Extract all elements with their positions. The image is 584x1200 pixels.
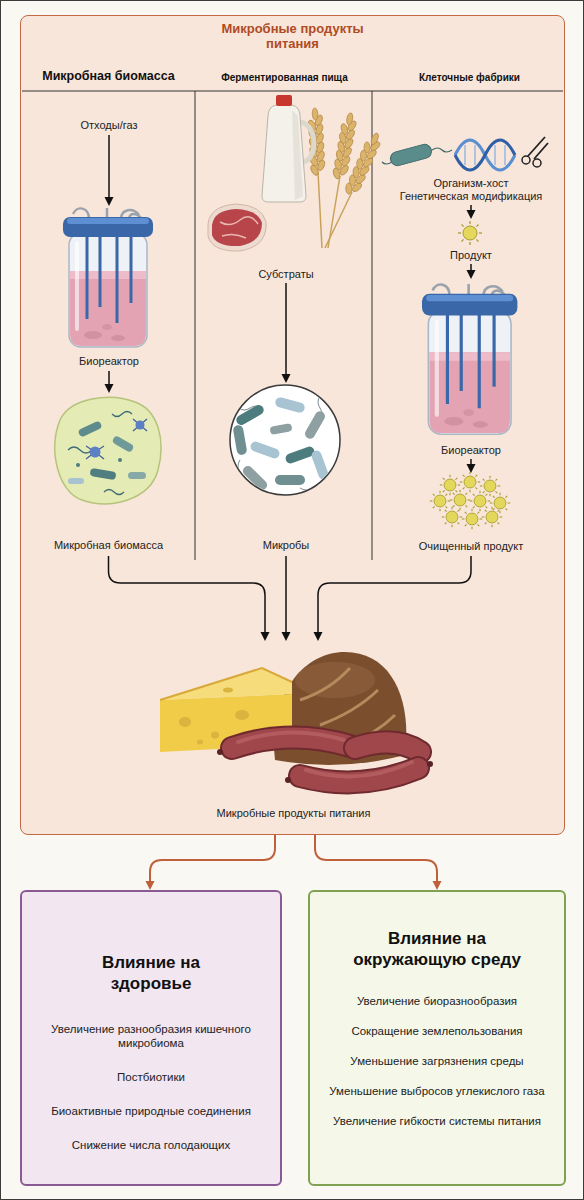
- column-dividers: [22, 91, 563, 560]
- arrow-head: [105, 384, 114, 393]
- connector-line: [318, 556, 471, 633]
- box-heading: Влияние на окружающую среду: [347, 928, 527, 970]
- arrow-head: [467, 464, 476, 473]
- arrow-head: [282, 374, 291, 383]
- list-item: Снижение числа голодающих: [37, 1138, 265, 1152]
- substrates-illustration: [208, 95, 385, 251]
- host-organism-illustration: [382, 137, 548, 170]
- step-label: Генетическая модификация: [400, 190, 543, 203]
- step-node: Отходы/газ: [59, 115, 159, 135]
- connector-arrow: [467, 264, 476, 279]
- connector-arrow: [467, 459, 476, 473]
- list-item: Биоактивные природные соединения: [37, 1104, 265, 1118]
- arrow-head: [282, 632, 291, 641]
- impact-box: Влияние на окружающую средуУвеличение би…: [308, 890, 566, 1186]
- connector-line: [108, 371, 110, 385]
- list-item: Увеличение биоразнообразия: [322, 994, 552, 1008]
- product-icon: [458, 221, 482, 245]
- arrow-head: [467, 210, 476, 219]
- connector-line: [108, 135, 110, 198]
- connector-arrow: [315, 835, 442, 890]
- purified-product-icons: [430, 472, 510, 529]
- connector-line: [470, 264, 472, 271]
- connector-arrow: [282, 556, 291, 641]
- foods-illustration: [160, 652, 433, 783]
- step-label: Очищенный продукт: [419, 540, 524, 553]
- arrow-head: [467, 270, 476, 279]
- arrow-head: [146, 881, 155, 890]
- connector-arrow: [105, 135, 114, 206]
- column-heading: Клеточные фабрики: [419, 72, 520, 84]
- list-item: Увеличение разнообразия кишечного микроб…: [37, 1022, 265, 1050]
- connector-arrow: [109, 556, 270, 641]
- list-item: Увеличение гибкости системы питания: [322, 1114, 552, 1128]
- step-label: Биореактор: [79, 355, 139, 368]
- connector-arrow: [467, 205, 476, 219]
- step-label: Микробные продукты питания: [217, 807, 371, 820]
- step-label: Микробы: [263, 539, 310, 552]
- connector-line: [315, 835, 437, 882]
- column-heading: Ферментированная пища: [221, 72, 347, 84]
- column-heading: Микробная биомасса: [42, 69, 175, 84]
- connector-arrow: [105, 371, 114, 393]
- step-label: Субстраты: [258, 268, 313, 281]
- step-label: Биореактор: [441, 444, 501, 457]
- connector-line: [109, 556, 266, 633]
- connector-line: [285, 283, 287, 375]
- connector-arrow: [146, 835, 276, 890]
- step-label: Продукт: [450, 249, 492, 262]
- connector-line: [150, 835, 275, 882]
- step-label: Отходы/газ: [80, 119, 137, 132]
- step-label: Организм-хост: [433, 177, 508, 190]
- bioreactor-illustration: [63, 208, 153, 347]
- connector-arrow: [282, 283, 291, 383]
- list-item: Уменьшение выбросов углекислого газа: [322, 1084, 552, 1098]
- arrow-head: [261, 632, 270, 641]
- list-item: Уменьшение загрязнения среды: [322, 1054, 552, 1068]
- list-item: Постбиотики: [37, 1070, 265, 1084]
- arrow-head: [433, 881, 442, 890]
- impact-box: Влияние на здоровьеУвеличение разнообраз…: [20, 890, 282, 1186]
- box-heading: Влияние на здоровье: [61, 952, 241, 994]
- bioreactor-illustration: [422, 284, 517, 434]
- biomass-illustration: [55, 397, 161, 503]
- arrow-head: [105, 197, 114, 206]
- microbes-illustration: [230, 385, 340, 495]
- connector-line: [285, 556, 287, 633]
- list-item: Сокращение землепользования: [322, 1024, 552, 1038]
- step-label: Микробная биомасса: [54, 539, 163, 552]
- arrow-head: [314, 632, 323, 641]
- connector-arrow: [314, 556, 472, 641]
- panel-title: Микробные продукты питания: [208, 21, 378, 51]
